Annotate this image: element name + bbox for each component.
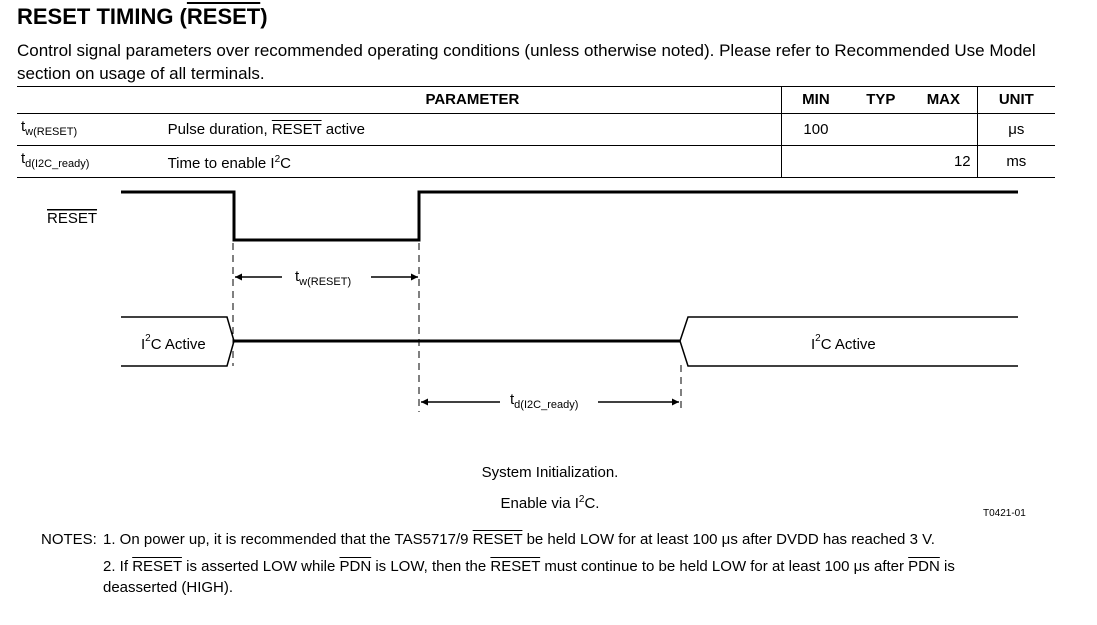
tw-label: tw(RESET) (295, 268, 351, 288)
param-superscript: 2 (274, 153, 281, 165)
i2c-active-left-label: I2C Active (141, 333, 206, 353)
reset-waveform (121, 190, 1018, 242)
row-unit: μs (976, 113, 1055, 146)
row-min (781, 145, 850, 178)
note-2-part: is asserted LOW while (181, 558, 340, 575)
param-prefix: Time to enable I (167, 154, 275, 172)
unit-header: UNIT (976, 86, 1055, 114)
note-1-part: 1. On power up, it is recommended that t… (103, 531, 473, 548)
note-2-part: is deasserted (HIGH). (103, 558, 955, 596)
caption-line-2-prefix: Enable via I (500, 495, 579, 512)
row-max: 12 (912, 145, 978, 178)
section-title: RESET TIMING (RESET) (17, 4, 268, 30)
symbol-base: t (21, 150, 26, 167)
symbol-subscript: d(I2C_ready) (25, 158, 90, 170)
notes-prefix: NOTES: (41, 531, 97, 548)
row-symbol: td(I2C_ready) (17, 145, 164, 178)
param-suffix: active (321, 120, 365, 138)
caption-line-1: System Initialization. (481, 464, 619, 481)
title-text: RESET TIMING ( (17, 4, 187, 29)
row-min: 100 (781, 113, 850, 146)
typ-header: TYP (849, 86, 913, 114)
intro-text: Control signal parameters over recommend… (17, 41, 1036, 83)
note-1-signal: RESET (472, 531, 523, 548)
reset-signal-label: RESET (47, 210, 97, 227)
note-1-part: be held LOW for at least 100 μs after DV… (522, 531, 935, 548)
symbol-base: t (21, 118, 26, 135)
param-prefix: Pulse duration, (167, 120, 272, 138)
symbol-subscript: w(RESET) (25, 126, 78, 138)
i2c-bus-upper-right (679, 316, 1018, 342)
note-2-signal: PDN (339, 558, 372, 575)
figure-id: T0421-01 (983, 508, 1026, 519)
i2c-bus-lower-right (679, 340, 1018, 367)
caption-line-2-sup: 2 (578, 494, 585, 505)
i2c-active-right-label: I2C Active (811, 333, 876, 353)
note-2-part: is LOW, then the (371, 558, 491, 575)
figure-caption: System Initialization. Enable via I2C. (400, 459, 700, 517)
td-label: td(I2C_ready) (510, 391, 578, 411)
param-signal: RESET (271, 120, 322, 138)
min-header: MIN (781, 86, 850, 114)
row-unit: ms (976, 145, 1055, 178)
note-1: NOTES: 1. On power up, it is recommended… (41, 529, 981, 550)
title-close: ) (260, 4, 268, 29)
note-2-part: must continue to be held LOW for at leas… (540, 558, 909, 575)
parameter-table: PARAMETER MIN TYP MAX UNIT tw(RESET) Pul… (17, 86, 1055, 178)
i2c-bus-lower-left (121, 340, 235, 367)
title-signal: RESET (186, 4, 261, 29)
note-1-text: 1. On power up, it is recommended that t… (103, 529, 981, 550)
note-2-signal: PDN (908, 558, 940, 575)
note-2-signal: RESET (132, 558, 182, 575)
notes-section: NOTES: 1. On power up, it is recommended… (41, 529, 981, 598)
i2c-bus-upper-left (121, 316, 235, 342)
table-row: td(I2C_ready) Time to enable I2C 12 ms (17, 145, 1055, 178)
note-2-part: 2. If (103, 558, 133, 575)
caption-line-2-suffix: C. (584, 495, 600, 512)
row-typ (849, 145, 913, 178)
note-2-signal: RESET (490, 558, 541, 575)
note-2: 2. If RESET is asserted LOW while PDN is… (103, 556, 981, 598)
param-suffix: C (280, 154, 291, 172)
caption-line-2: Enable via I2C. (400, 486, 700, 517)
row-parameter: Time to enable I2C (163, 145, 782, 178)
